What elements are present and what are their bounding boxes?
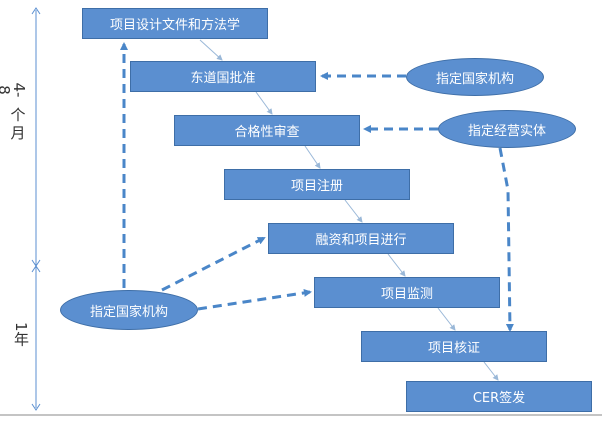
actor-national-authority-top: 指定国家机构 xyxy=(406,58,544,96)
step-registration: 项目注册 xyxy=(224,169,410,200)
step-verification: 项目核证 xyxy=(361,331,547,362)
timeline-phase1-char1: 个 xyxy=(10,106,26,124)
step-monitoring: 项目监测 xyxy=(314,277,500,308)
connector-s7-s8 xyxy=(483,361,499,381)
dashed-arrow-authority-to-monitoring xyxy=(197,288,312,311)
step-cer-issuance: CER签发 xyxy=(406,381,592,412)
timeline-phase1-number: 4-8 xyxy=(0,82,28,98)
timeline-phase2-label: 1年 xyxy=(12,322,30,347)
actor-national-authority-bottom: 指定国家机构 xyxy=(60,290,198,330)
timeline-mid-cap-down xyxy=(31,259,41,267)
connector-s1-s2 xyxy=(199,39,223,61)
timeline-top-cap xyxy=(31,7,41,15)
connector-s2-s3 xyxy=(255,91,273,115)
connector-s4-s5 xyxy=(344,199,363,223)
actor-operational-entity: 指定经营实体 xyxy=(438,110,576,148)
step-project-design: 项目设计文件和方法学 xyxy=(82,8,268,39)
connector-s5-s6 xyxy=(387,253,406,277)
dashed-arrow-authority-to-financing xyxy=(161,236,266,292)
step-host-approval: 东道国批准 xyxy=(130,61,316,92)
dashed-arrow-entity-to-verification xyxy=(498,147,514,332)
timeline-bottom-cap xyxy=(31,403,41,411)
step-validation: 合格性审查 xyxy=(174,115,360,146)
connector-s6-s7 xyxy=(437,307,456,331)
timeline-phase1-char2: 月 xyxy=(10,124,26,142)
connector-s3-s4 xyxy=(304,145,321,169)
step-financing-implementation: 融资和项目进行 xyxy=(268,223,454,254)
